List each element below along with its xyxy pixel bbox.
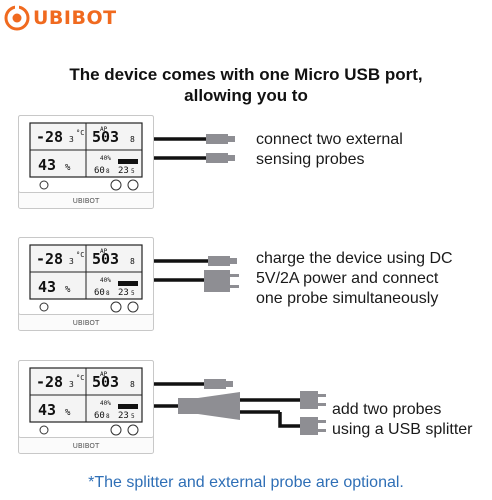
usb-splitter-icon xyxy=(178,392,240,420)
power-and-probe-cables xyxy=(154,256,239,292)
description-line: add two probes xyxy=(332,401,442,418)
headline-line-1: The device comes with one Micro USB port… xyxy=(69,65,423,84)
temperature-value: -28 xyxy=(36,128,63,146)
svg-text:60: 60 xyxy=(94,288,105,298)
description-line: sensing probes xyxy=(256,151,365,168)
brand-name: UBIBOT xyxy=(33,7,117,29)
panel-description: add two probes using a USB splitter xyxy=(332,400,473,440)
probe-connector-icon xyxy=(300,417,318,435)
probe-connector-icon xyxy=(300,391,318,409)
panel-usb-splitter: -28 3 °C 43 % 503 8 AP 40% 60 8 23 5 UBI… xyxy=(18,360,480,475)
svg-text:%: % xyxy=(65,408,71,418)
description-line: charge the device using DC xyxy=(256,250,453,267)
bottom-left-value: 60 xyxy=(94,166,105,176)
mid-label: 40% xyxy=(100,155,111,162)
device-logo: UBIBOT xyxy=(73,442,100,450)
panel-description: connect two external sensing probes xyxy=(256,130,403,170)
ubibot-logo: UBIBOT xyxy=(4,5,117,31)
probe-connector-icon xyxy=(204,379,226,389)
svg-text:3: 3 xyxy=(69,380,74,389)
panel-dc-power: -28 3 °C 43 % 503 8 AP 40% 60 8 23 5 UBI… xyxy=(18,237,480,352)
svg-text:AP: AP xyxy=(100,248,108,255)
device-logo: UBIBOT xyxy=(73,319,100,327)
device-illustration: -28 3 °C 43 % 503 8 AP 40% 60 8 23 5 UBI… xyxy=(18,237,239,332)
svg-text:8: 8 xyxy=(130,257,135,266)
bottom-right-decimal: 5 xyxy=(131,168,135,175)
device-screen-readout: -28 3 °C 43 % 503 8 AP 40% 60 8 23 5 xyxy=(36,126,135,176)
svg-text:40%: 40% xyxy=(100,400,111,407)
description-line: 5V/2A power and connect xyxy=(256,270,439,287)
bottom-right-value: 23 xyxy=(118,166,129,176)
svg-text:%: % xyxy=(65,285,71,295)
ubibot-logo-icon xyxy=(4,5,30,31)
humidity-value: 43 xyxy=(38,156,56,174)
device-logo: UBIBOT xyxy=(73,197,100,205)
svg-text:°C: °C xyxy=(76,251,84,259)
probe-connector-icon xyxy=(206,134,228,144)
description-line: one probe simultaneously xyxy=(256,290,439,307)
svg-text:-28: -28 xyxy=(36,373,63,391)
splitter-cables xyxy=(154,379,326,435)
temperature-unit: °C xyxy=(76,129,84,137)
footnote: *The splitter and external probe are opt… xyxy=(88,474,404,491)
top-right-decimal: 8 xyxy=(130,135,135,144)
svg-text:8: 8 xyxy=(106,290,110,297)
svg-text:5: 5 xyxy=(131,413,135,420)
device-illustration: -28 3 °C 43 % 503 8 AP 40% 60 8 23 5 UBI… xyxy=(18,360,326,455)
svg-text:8: 8 xyxy=(130,380,135,389)
svg-text:43: 43 xyxy=(38,278,56,296)
humidity-unit: % xyxy=(65,163,71,173)
panel-two-probes: -28 3 °C 43 % 503 8 AP 40% 60 8 23 5 UBI… xyxy=(18,115,480,230)
headline-line-2: allowing you to xyxy=(184,86,308,105)
temperature-decimal: 3 xyxy=(69,135,74,144)
svg-text:503: 503 xyxy=(92,373,119,391)
svg-text:8: 8 xyxy=(106,413,110,420)
svg-text:60: 60 xyxy=(94,411,105,421)
device-screen-readout: -28 3 °C 43 % 503 8 AP 40% 60 8 23 5 xyxy=(36,248,135,298)
svg-text:23: 23 xyxy=(118,288,129,298)
svg-text:-28: -28 xyxy=(36,250,63,268)
svg-text:503: 503 xyxy=(92,250,119,268)
top-right-value: 503 xyxy=(92,128,119,146)
svg-text:5: 5 xyxy=(131,290,135,297)
dc-power-adapter-icon xyxy=(204,270,230,292)
svg-text:3: 3 xyxy=(69,257,74,266)
probe-cables xyxy=(154,134,235,163)
panel-description: charge the device using DC 5V/2A power a… xyxy=(256,249,453,309)
probe-connector-icon xyxy=(208,256,230,266)
probe-connector-icon xyxy=(206,153,228,163)
svg-text:AP: AP xyxy=(100,371,108,378)
svg-text:43: 43 xyxy=(38,401,56,419)
device-screen-readout: -28 3 °C 43 % 503 8 AP 40% 60 8 23 5 xyxy=(36,371,135,421)
description-line: using a USB splitter xyxy=(332,421,473,438)
svg-text:°C: °C xyxy=(76,374,84,382)
icons-label: AP xyxy=(100,126,108,133)
bottom-left-decimal: 8 xyxy=(106,168,110,175)
svg-text:40%: 40% xyxy=(100,277,111,284)
headline: The device comes with one Micro USB port… xyxy=(0,64,492,106)
device-illustration: -28 3 °C 43 % 503 8 AP 40% 60 8 23 5 UBI… xyxy=(18,115,235,210)
description-line: connect two external xyxy=(256,131,403,148)
svg-text:23: 23 xyxy=(118,411,129,421)
